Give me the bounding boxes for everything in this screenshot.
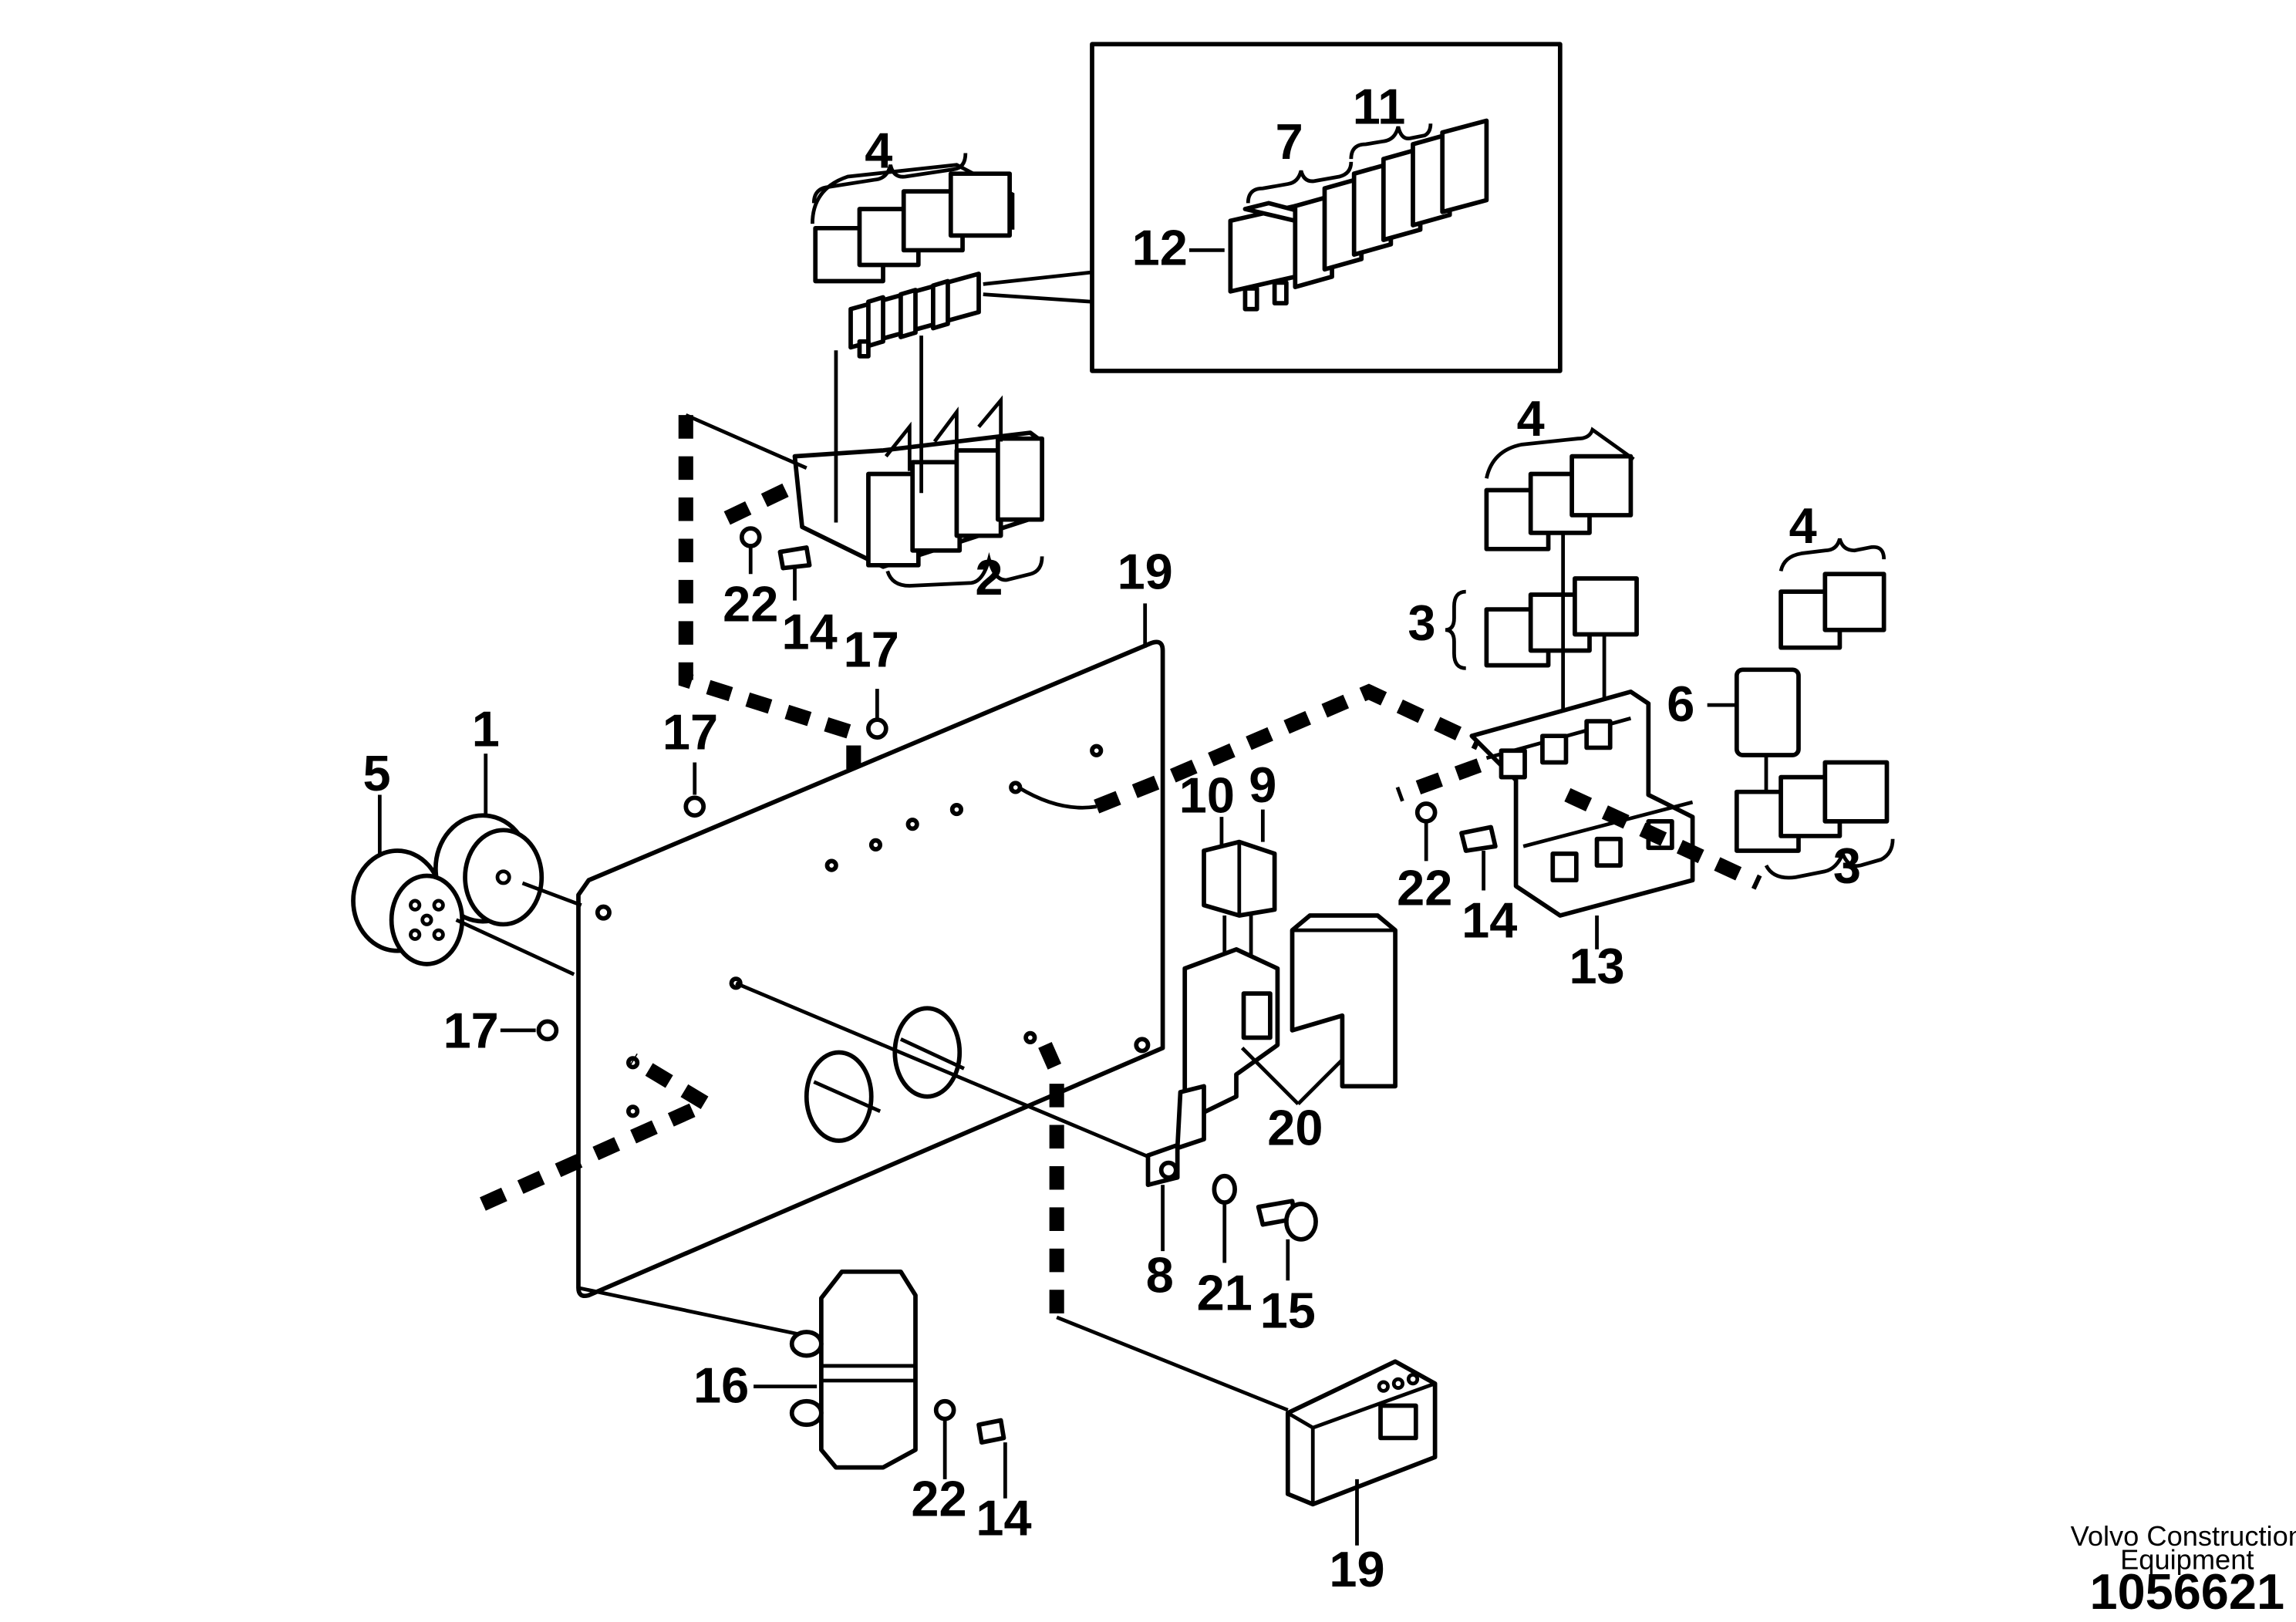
callout-7: 7 — [1276, 113, 1303, 170]
callout-19-bottom: 19 — [1329, 1541, 1384, 1597]
callout-20: 20 — [1267, 1100, 1323, 1156]
callout-4-far-right: 4 — [1789, 497, 1817, 554]
callout-4-top-left: 4 — [865, 123, 892, 179]
callout-22-right: 22 — [1397, 860, 1452, 916]
callout-8: 8 — [1146, 1247, 1174, 1303]
callout-2: 2 — [975, 549, 1003, 605]
connector-and-relay-20: 10 9 20 — [1179, 757, 1397, 1156]
document-number: 1056621 — [2089, 1563, 2284, 1620]
callout-3-right: 3 — [1833, 838, 1861, 894]
relay-group-top-left: 4 — [811, 123, 1015, 359]
callout-14-bottom: 14 — [976, 1489, 1031, 1546]
routing-lines — [480, 683, 1482, 1412]
inset-fuse-group — [1228, 118, 1489, 312]
main-panel-plate: 19 — [576, 543, 1173, 1299]
callout-17-top: 17 — [844, 621, 899, 677]
studs-17: 17 17 17 — [443, 621, 899, 1058]
callout-19-top: 19 — [1118, 543, 1173, 599]
brand-line-1: Volvo Construction — [2071, 1520, 2296, 1552]
bracket-washer-screw: 8 21 15 — [1145, 1084, 1318, 1338]
callout-22-top: 22 — [723, 575, 778, 632]
relay-holder-2: 2 22 14 — [678, 336, 1044, 862]
relay-assembly-right: 4 3 13 22 14 4 — [1395, 390, 1895, 994]
callout-9: 9 — [1249, 757, 1276, 813]
callout-3-left: 3 — [1408, 595, 1435, 651]
detail-inset: 7 11 12 — [983, 42, 1563, 373]
callout-12: 12 — [1132, 220, 1188, 276]
callout-22-bottom: 22 — [911, 1471, 966, 1527]
callout-17-left: 17 — [443, 1003, 499, 1059]
relay-16: 16 22 14 — [693, 1269, 1032, 1546]
callout-21: 21 — [1197, 1264, 1253, 1320]
brand-line-2: Equipment — [2120, 1543, 2254, 1575]
connectors-1-5: 1 5 — [351, 701, 582, 976]
callout-6: 6 — [1667, 676, 1694, 732]
callout-17-mid: 17 — [663, 703, 718, 760]
callout-5: 5 — [362, 745, 390, 801]
control-module-19: 19 — [1285, 1359, 1438, 1597]
callout-11: 11 — [1353, 78, 1406, 134]
callout-1: 1 — [472, 701, 500, 757]
footer: Volvo Construction Equipment 1056621 — [2071, 1520, 2296, 1620]
callout-10: 10 — [1179, 767, 1235, 823]
callout-14-right: 14 — [1462, 892, 1517, 949]
callout-13: 13 — [1569, 938, 1624, 994]
callout-4-right: 4 — [1517, 390, 1545, 447]
callout-14-top: 14 — [781, 604, 837, 660]
callout-16: 16 — [693, 1357, 749, 1414]
callout-15: 15 — [1260, 1282, 1316, 1338]
